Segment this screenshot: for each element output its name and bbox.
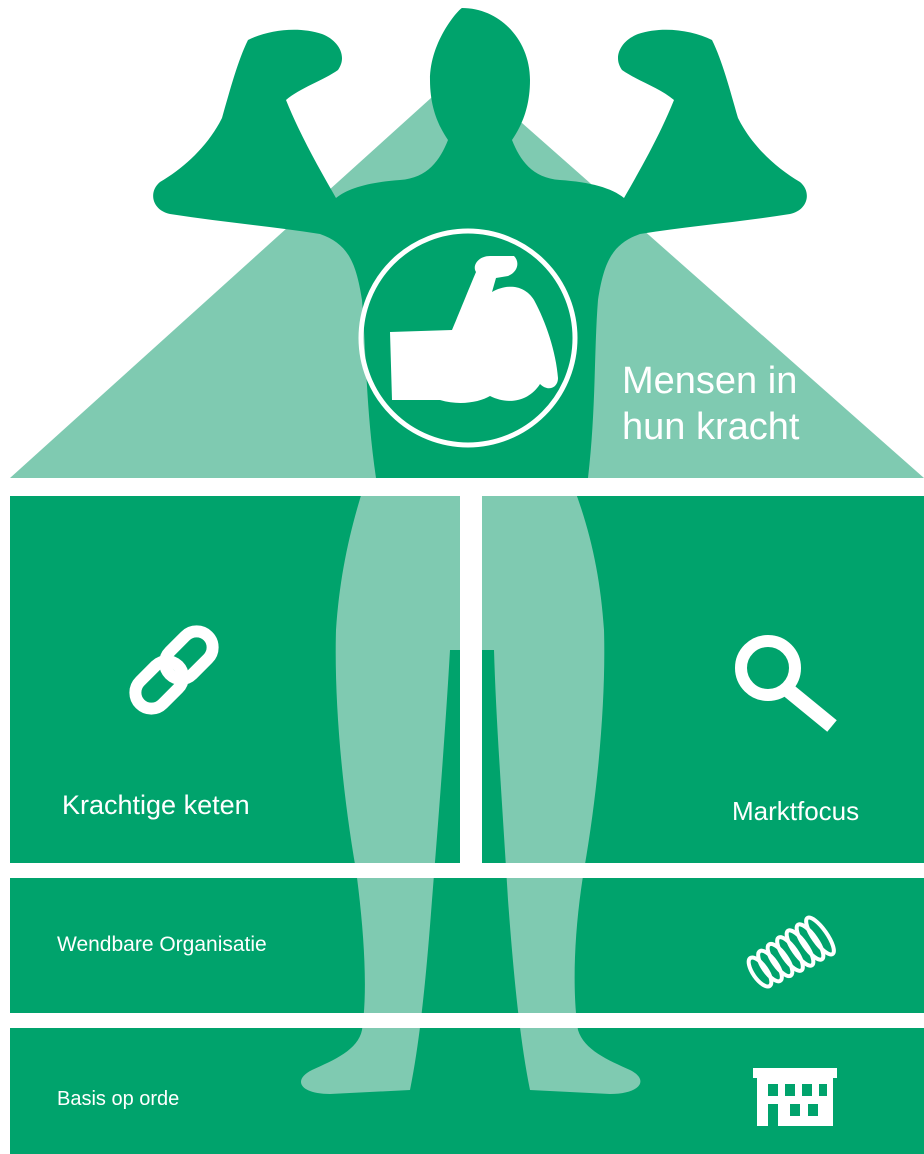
pillar-divider	[460, 496, 482, 863]
foundation-label-2: Basis op orde	[57, 1088, 179, 1111]
right-pillar-label: Marktfocus	[732, 796, 859, 827]
building-icon	[753, 1068, 837, 1126]
separator-2	[0, 1013, 924, 1028]
left-margin	[0, 478, 10, 1154]
roof-label: Mensen in hun kracht	[622, 358, 799, 450]
roof-label-line-1: Mensen in	[622, 358, 799, 404]
foundation-label-1: Wendbare Organisatie	[57, 933, 267, 957]
left-pillar-label: Krachtige keten	[62, 790, 250, 821]
roof-label-line-2: hun kracht	[622, 404, 799, 450]
separator-1	[0, 863, 924, 878]
roof-base-line	[0, 478, 924, 496]
